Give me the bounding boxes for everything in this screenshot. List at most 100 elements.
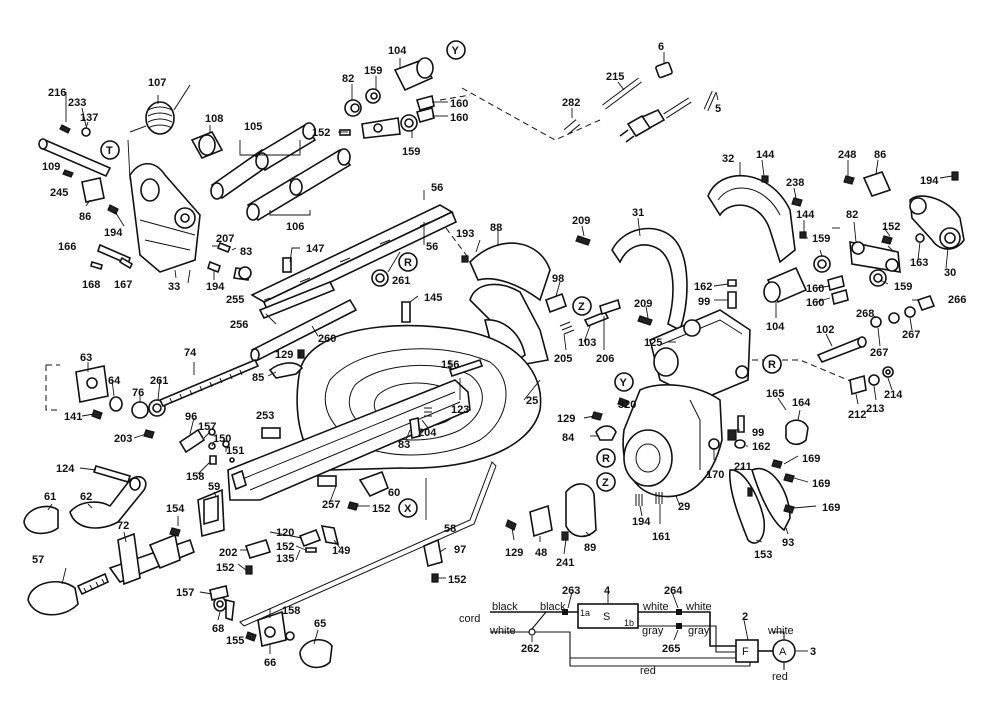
part-label-89: 89 xyxy=(584,542,596,554)
part-label-61: 61 xyxy=(44,491,56,503)
wire-label-black-1: black xyxy=(492,601,518,613)
part-label-255: 255 xyxy=(226,294,244,306)
svg-text:R: R xyxy=(404,257,412,269)
part-label-260: 260 xyxy=(318,333,336,345)
leader-lines xyxy=(47,52,953,654)
part-label-159-c: 159 xyxy=(812,233,830,245)
part-label-268: 268 xyxy=(856,308,874,320)
part-label-253: 253 xyxy=(256,410,274,422)
part-label-158-a: 158 xyxy=(186,471,204,483)
part-label-123: 123 xyxy=(451,404,469,416)
wire-label-white-3: white xyxy=(767,625,794,637)
part-label-193: 193 xyxy=(456,228,474,240)
part-label-267-a: 267 xyxy=(870,347,888,359)
part-label-152-a: 152 xyxy=(312,127,330,139)
part-label-125: 125 xyxy=(644,337,662,349)
fence-rails xyxy=(250,204,458,362)
part-label-202: 202 xyxy=(219,547,237,559)
part-label-135: 135 xyxy=(276,553,294,565)
part-label-203: 203 xyxy=(114,433,132,445)
callout-z-lower: Z xyxy=(596,472,616,492)
part-label-159-d: 159 xyxy=(894,281,912,293)
part-label-214: 214 xyxy=(884,389,903,401)
svg-text:Z: Z xyxy=(602,477,609,489)
part-label-120: 120 xyxy=(276,527,294,539)
part-label-205: 205 xyxy=(554,353,572,365)
callout-r-right: R xyxy=(762,354,782,374)
part-label-84: 84 xyxy=(562,432,575,444)
motor-label: A xyxy=(779,646,787,658)
callout-y-top: Y xyxy=(446,40,466,60)
part-label-162-b: 162 xyxy=(752,441,770,453)
wiring-label-264: 264 xyxy=(664,585,683,597)
switch-terminal-1b: 1b xyxy=(624,618,634,628)
power-cord-assembly xyxy=(563,30,735,143)
part-label-261-a: 261 xyxy=(392,275,410,287)
part-label-32: 32 xyxy=(722,153,734,165)
part-label-88: 88 xyxy=(490,222,502,234)
part-label-157-a: 157 xyxy=(198,421,216,433)
part-label-83-a: 83 xyxy=(240,246,252,258)
part-label-99-a: 99 xyxy=(698,296,710,308)
part-label-103: 103 xyxy=(578,337,596,349)
part-label-156: 156 xyxy=(441,359,459,371)
motor-housing-parts xyxy=(505,171,965,544)
part-label-56-a: 56 xyxy=(431,182,443,194)
part-label-68: 68 xyxy=(212,623,224,635)
part-label-86-a: 86 xyxy=(79,211,91,223)
part-label-141: 141 xyxy=(64,411,82,423)
part-label-129-c: 129 xyxy=(505,547,523,559)
part-label-204: 204 xyxy=(418,427,437,439)
callout-x: X xyxy=(398,498,418,518)
part-label-213: 213 xyxy=(866,403,884,415)
part-label-161: 161 xyxy=(652,531,670,543)
part-label-211: 211 xyxy=(734,461,752,473)
part-label-158-b: 158 xyxy=(282,605,300,617)
svg-text:Y: Y xyxy=(620,377,628,389)
part-label-206: 206 xyxy=(596,353,614,365)
part-label-256: 256 xyxy=(230,319,248,331)
svg-text:X: X xyxy=(404,503,412,515)
wire-label-black-2: black xyxy=(540,601,566,613)
part-label-102: 102 xyxy=(816,324,834,336)
part-label-320: 320 xyxy=(618,399,636,411)
wire-label-white-cord: white xyxy=(489,625,516,637)
part-label-29: 29 xyxy=(678,501,690,513)
part-label-104: 104 xyxy=(388,45,407,57)
part-label-86-b: 86 xyxy=(874,149,886,161)
part-label-209-a: 209 xyxy=(572,215,590,227)
part-label-129-a: 129 xyxy=(275,349,293,361)
part-label-59: 59 xyxy=(208,481,220,493)
wire-label-red-2: red xyxy=(772,671,788,683)
wiring-label-262: 262 xyxy=(521,643,539,655)
part-label-157-b: 157 xyxy=(176,587,194,599)
guide-lines xyxy=(45,87,861,411)
part-label-245: 245 xyxy=(50,187,68,199)
part-label-152-f: 152 xyxy=(882,221,900,233)
part-label-169-a: 169 xyxy=(802,453,820,465)
part-label-160-c: 160 xyxy=(806,283,824,295)
part-label-257: 257 xyxy=(322,499,340,511)
part-label-233: 233 xyxy=(68,97,86,109)
part-label-282: 282 xyxy=(562,97,580,109)
part-label-194-b: 194 xyxy=(206,281,225,293)
part-label-129-b: 129 xyxy=(557,413,575,425)
part-label-159-a: 159 xyxy=(364,65,382,77)
part-label-162-a: 162 xyxy=(694,281,712,293)
part-label-82-b: 82 xyxy=(846,209,858,221)
part-label-152-d: 152 xyxy=(372,503,390,515)
svg-text:R: R xyxy=(768,359,776,371)
part-label-106: 106 xyxy=(286,221,304,233)
wire-label-cord: cord xyxy=(459,613,480,625)
part-label-212: 212 xyxy=(848,409,866,421)
callout-y-right: Y xyxy=(614,372,634,392)
part-label-167: 167 xyxy=(114,279,132,291)
part-label-261-b: 261 xyxy=(150,375,168,387)
part-label-152-e: 152 xyxy=(448,574,466,586)
part-label-160-a: 160 xyxy=(450,98,468,110)
part-label-63: 63 xyxy=(80,352,92,364)
callout-r-lower: R xyxy=(596,448,616,468)
part-label-48: 48 xyxy=(535,547,547,559)
part-label-6: 6 xyxy=(658,41,664,53)
wire-label-gray-2: gray xyxy=(688,625,710,637)
